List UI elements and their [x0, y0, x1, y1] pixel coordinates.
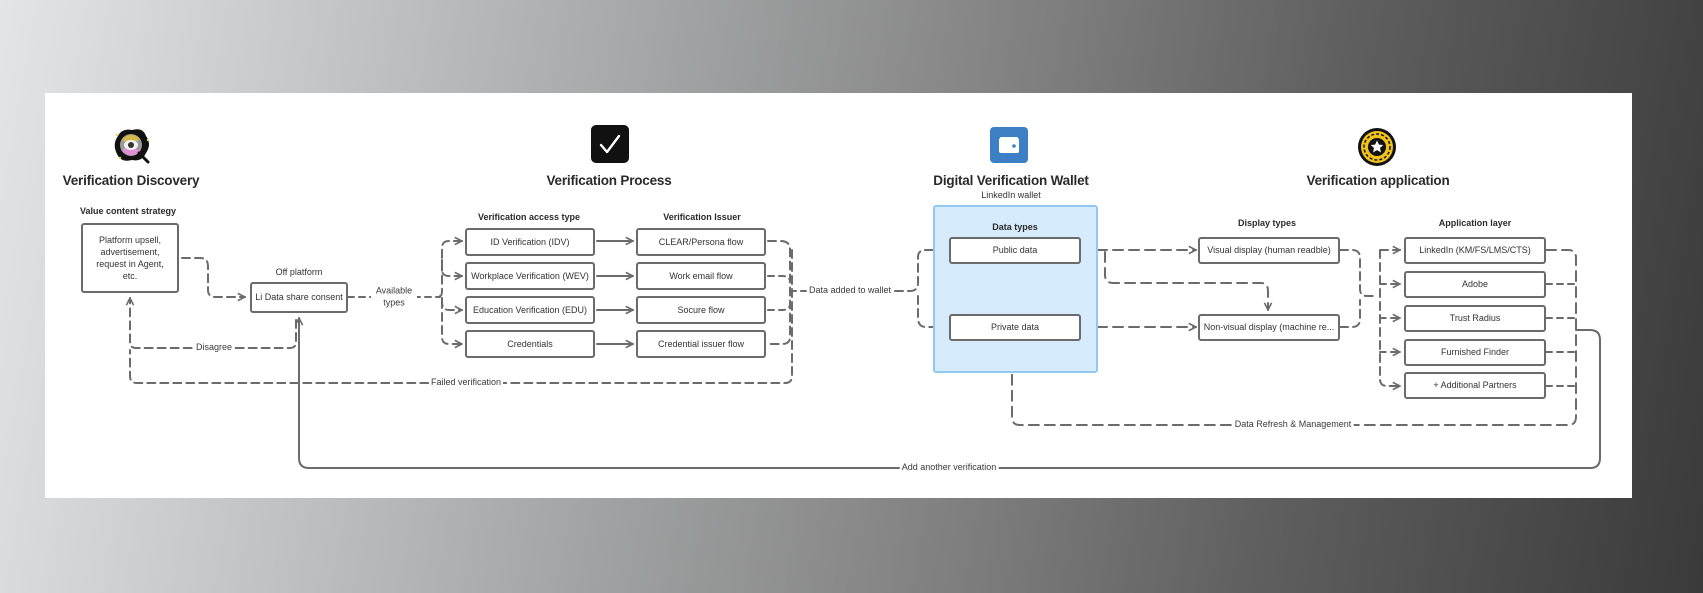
application-box[interactable]: + Additional Partners: [1404, 372, 1546, 399]
display-box-visual[interactable]: Visual display (human readble): [1198, 237, 1340, 264]
section-title-wallet: Digital Verification Wallet: [933, 173, 1089, 188]
eye-magnifier-icon: [110, 126, 154, 166]
value-content-heading: Value content strategy: [79, 206, 177, 216]
edge-public-to-nonvisual: [1104, 251, 1268, 311]
application-box[interactable]: Adobe: [1404, 271, 1546, 298]
application-box[interactable]: Trust Radius: [1404, 305, 1546, 332]
checkmark-icon: [591, 125, 629, 163]
wallet-container: [933, 205, 1098, 373]
application-box[interactable]: Furnished Finder: [1404, 339, 1546, 366]
access-type-box[interactable]: Education Verification (EDU): [465, 296, 595, 324]
edge-value-to-consent: [181, 257, 246, 297]
issuer-box[interactable]: Socure flow: [636, 296, 766, 324]
data-type-box-public[interactable]: Public data: [949, 237, 1081, 264]
star-coin-icon: [1357, 127, 1397, 167]
wallet-icon: [990, 127, 1028, 163]
section-title-discovery: Verification Discovery: [62, 173, 200, 188]
issuer-heading: Verification Issuer: [663, 212, 741, 222]
application-box[interactable]: LinkedIn (KM/FS/LMS/CTS): [1404, 237, 1546, 264]
access-type-box[interactable]: ID Verification (IDV): [465, 228, 595, 256]
access-type-box[interactable]: Workplace Verification (WEV): [465, 262, 595, 290]
label-add-another: Add another verification: [899, 462, 999, 474]
access-type-heading: Verification access type: [477, 212, 581, 222]
wallet-subtitle: LinkedIn wallet: [981, 190, 1041, 200]
label-disagree: Disagree: [193, 342, 235, 354]
consent-box[interactable]: Li Data share consent: [250, 282, 348, 313]
data-types-heading: Data types: [992, 222, 1038, 232]
value-content-box[interactable]: Platform upsell, advertisement, request …: [81, 223, 179, 293]
off-platform-heading: Off platform: [275, 267, 323, 277]
issuer-box[interactable]: Work email flow: [636, 262, 766, 290]
display-box-nonvisual[interactable]: Non-visual display (machine re...: [1198, 314, 1340, 341]
section-title-application: Verification application: [1306, 173, 1450, 188]
issuer-box[interactable]: CLEAR/Persona flow: [636, 228, 766, 256]
label-data-added: Data added to wallet: [806, 285, 894, 297]
section-title-process: Verification Process: [546, 173, 672, 188]
edge-add-another: [299, 317, 1601, 469]
data-type-box-private[interactable]: Private data: [949, 314, 1081, 341]
issuer-box[interactable]: Credential issuer flow: [636, 330, 766, 358]
display-types-heading: Display types: [1237, 218, 1297, 228]
label-failed-verification: Failed verification: [428, 377, 504, 389]
application-layer-heading: Application layer: [1438, 218, 1512, 228]
access-type-box[interactable]: Credentials: [465, 330, 595, 358]
label-data-refresh: Data Refresh & Management: [1232, 419, 1354, 431]
label-available-types: Available types: [371, 285, 417, 309]
